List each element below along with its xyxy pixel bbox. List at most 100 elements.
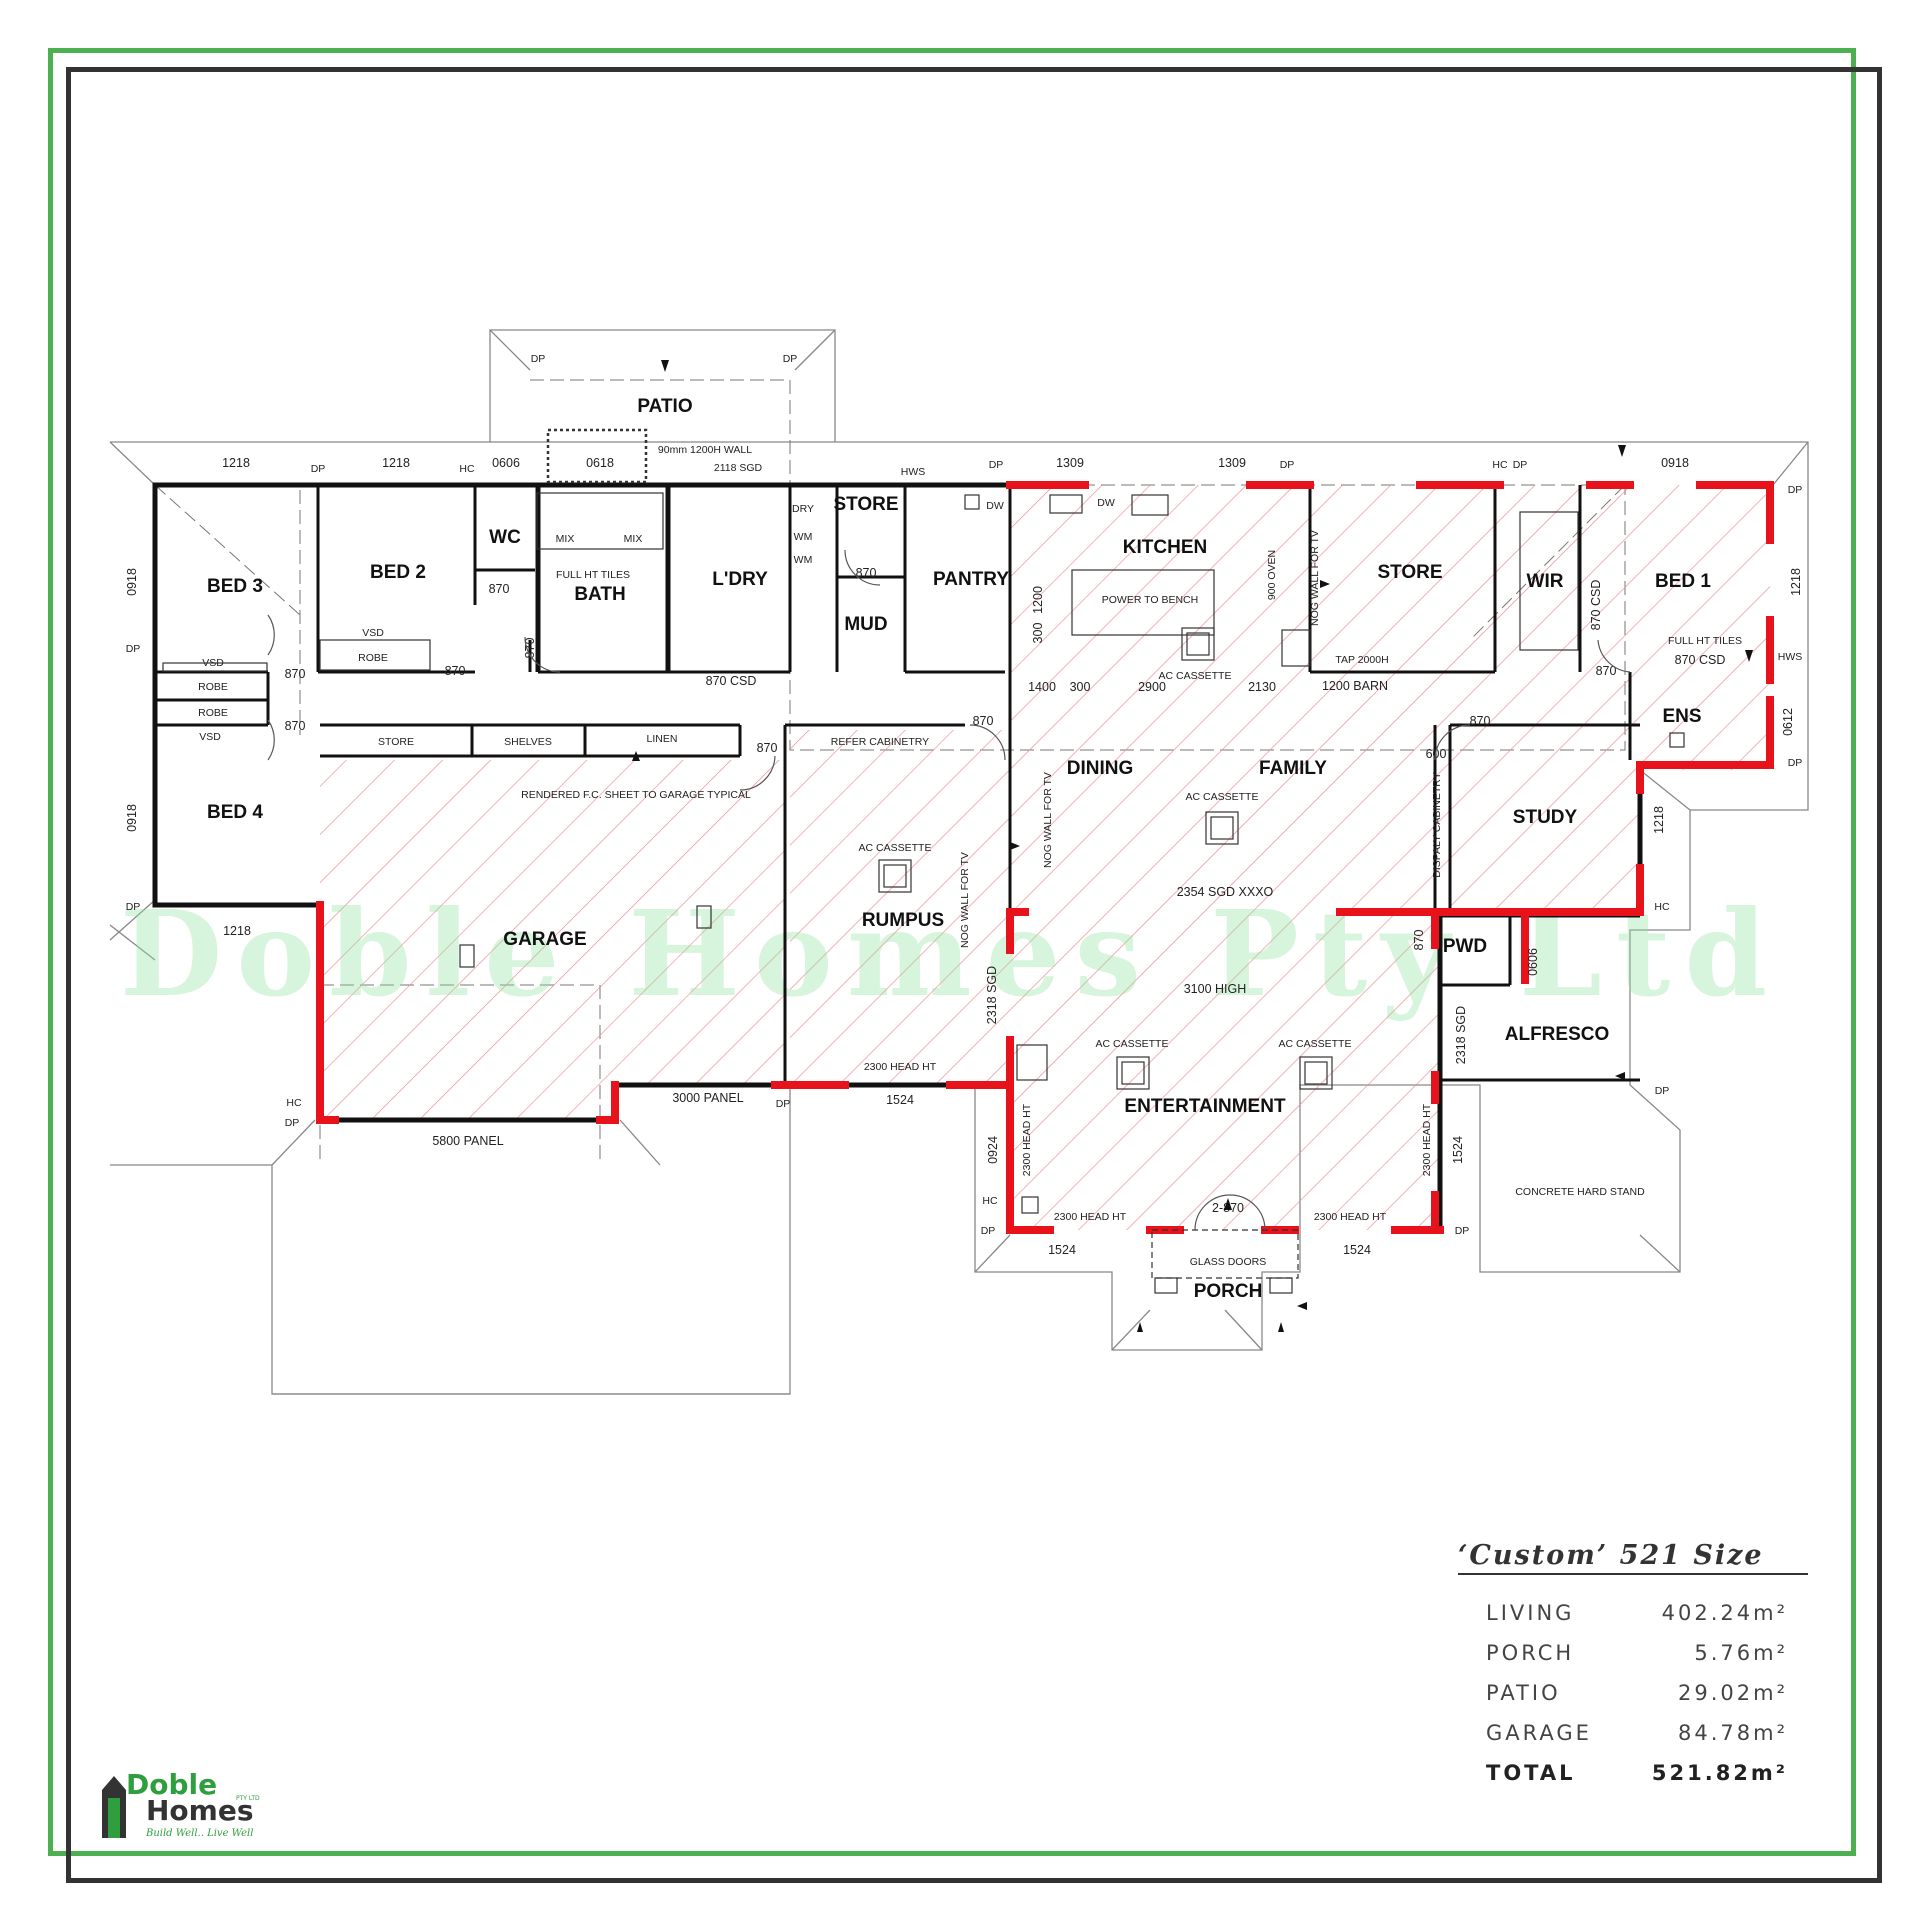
hc-label: HC [982, 1195, 998, 1207]
tap-label: TAP 2000H [1335, 654, 1388, 666]
dim-label: 1524 [886, 1093, 914, 1107]
dp-label: DP [1788, 757, 1803, 769]
outer-dark-frame [66, 67, 1882, 1883]
head-height-label: 2300 HEAD HT [1054, 1211, 1127, 1223]
door-swings [267, 549, 1631, 1231]
room-porch: PORCH [1194, 1281, 1263, 1302]
washer-label: WM [794, 554, 813, 566]
hws-label: HWS [901, 466, 926, 478]
vsd-label: VSD [199, 731, 221, 743]
room-labels: PATIO BED 3 BED 2 WC BATH L'DRY STORE MU… [207, 396, 1711, 1302]
room-garage: GARAGE [503, 929, 586, 950]
dp-label: DP [1655, 1085, 1670, 1097]
dim-label: 0918 [125, 568, 139, 596]
dim-label: 1524 [1343, 1243, 1371, 1257]
csd-label: 870 CSD [1675, 653, 1726, 667]
vanity-icon [1669, 732, 1685, 748]
sgd-2118-label: 2118 SGD [714, 462, 763, 474]
red-walls [316, 481, 1774, 1234]
area-label: PORCH [1486, 1641, 1575, 1665]
dp-label: DP [126, 643, 141, 655]
hc-label: HC [1492, 459, 1508, 471]
porch-column [1154, 1277, 1178, 1294]
dim-label: 1524 [1451, 1136, 1465, 1164]
interior-walls [155, 485, 1640, 1085]
rendered-sheet-label: RENDERED F.C. SHEET TO GARAGE TYPICAL [521, 789, 751, 801]
dp-label: DP [285, 1117, 300, 1129]
area-schedule: ‘Custom’ 521 Size LIVING 402.24m² PORCH … [1458, 1540, 1808, 1801]
ac-cassette-label: AC CASSETTE [859, 842, 932, 854]
watermark-text: Doble Homes Pty Ltd [120, 884, 1781, 1023]
room-alfresco: ALFRESCO [1505, 1024, 1610, 1045]
dim-label: 1218 [382, 456, 410, 470]
head-height-label: 2300 HEAD HT [1421, 1103, 1433, 1176]
room-pwd: PWD [1443, 936, 1487, 957]
washer-label: WM [794, 531, 813, 543]
kitchen-sink-icon [1049, 494, 1083, 514]
hc-label: HC [1654, 901, 1670, 913]
csd-label: 870 CSD [706, 674, 757, 688]
dim-label: 1218 [222, 456, 250, 470]
dp-label: DP [531, 353, 546, 365]
ac-cassette-label: AC CASSETTE [1159, 670, 1232, 682]
store-shelf-label: STORE [378, 736, 414, 748]
room-patio: PATIO [637, 396, 692, 417]
ceiling-height-label: 3100 HIGH [1184, 982, 1247, 996]
power-to-bench-label: POWER TO BENCH [1102, 594, 1198, 606]
dim-label: 870 [445, 664, 466, 678]
doble-homes-logo: Doble Homes PTY LTD Build Well.. Live We… [100, 1770, 280, 1840]
dim-label: 870 [523, 638, 537, 659]
area-value: 402.24m² [1661, 1601, 1788, 1625]
logo-pty: PTY LTD [236, 1795, 260, 1802]
dim-label: 870 [489, 582, 510, 596]
dw-label: DW [986, 500, 1004, 512]
display-cabinetry-label: DISPALY CABINETRY [1431, 772, 1443, 877]
nog-wall-label: NOG WALL FOR TV [959, 852, 971, 948]
logo-line1: Doble [126, 1768, 218, 1801]
glass-doors-label: GLASS DOORS [1190, 1256, 1266, 1268]
dim-label: 0606 [1526, 948, 1540, 976]
area-row-total: TOTAL 521.82m² [1458, 1761, 1808, 1801]
fridge-icon [1281, 629, 1311, 667]
area-value: 29.02m² [1678, 1681, 1788, 1705]
room-family: FAMILY [1259, 758, 1327, 779]
outer-green-frame [48, 48, 1856, 1856]
hws-label: HWS [1778, 651, 1803, 663]
area-value: 5.76m² [1694, 1641, 1788, 1665]
dim-label: 870 [1470, 714, 1491, 728]
logo-line2: Homes [146, 1794, 254, 1827]
ac-cassette-icon [883, 864, 907, 888]
dim-label: 0612 [1781, 708, 1795, 736]
patio-steps [546, 428, 648, 484]
hatched-areas [320, 485, 1770, 1230]
dim-label: 1218 [1789, 568, 1803, 596]
dim-label: 0618 [586, 456, 614, 470]
wir-island [1519, 511, 1579, 651]
linen-label: LINEN [647, 733, 678, 745]
kitchen-island [1071, 569, 1215, 636]
shelves-label: SHELVES [504, 736, 552, 748]
ac-cassette-icon [1181, 627, 1215, 661]
refer-cabinetry-label: REFER CABINETRY [831, 736, 929, 748]
ac-cassette-label: AC CASSETTE [1096, 1038, 1169, 1050]
dim-label: 1524 [1048, 1243, 1076, 1257]
dim-label: 0924 [986, 1136, 1000, 1164]
house-logo-icon [102, 1776, 126, 1838]
dim-label: 1309 [1218, 456, 1246, 470]
room-pantry: PANTRY [933, 569, 1009, 590]
dim-label: 1400 [1028, 680, 1056, 694]
dim-label: 0606 [492, 456, 520, 470]
room-laundry: L'DRY [712, 569, 768, 590]
dim-label: 870 [757, 741, 778, 755]
room-rumpus: RUMPUS [862, 910, 944, 931]
room-bed4: BED 4 [207, 802, 263, 823]
cooktop-icon [1131, 494, 1169, 516]
nog-wall-label: NOG WALL FOR TV [1042, 772, 1054, 868]
arrow-markers [632, 360, 1753, 1332]
area-schedule-title: ‘Custom’ 521 Size [1458, 1540, 1808, 1575]
area-label: LIVING [1486, 1601, 1575, 1625]
room-wir: WIR [1527, 571, 1564, 592]
room-bed1: BED 1 [1655, 571, 1711, 592]
robe-label: ROBE [198, 681, 228, 693]
